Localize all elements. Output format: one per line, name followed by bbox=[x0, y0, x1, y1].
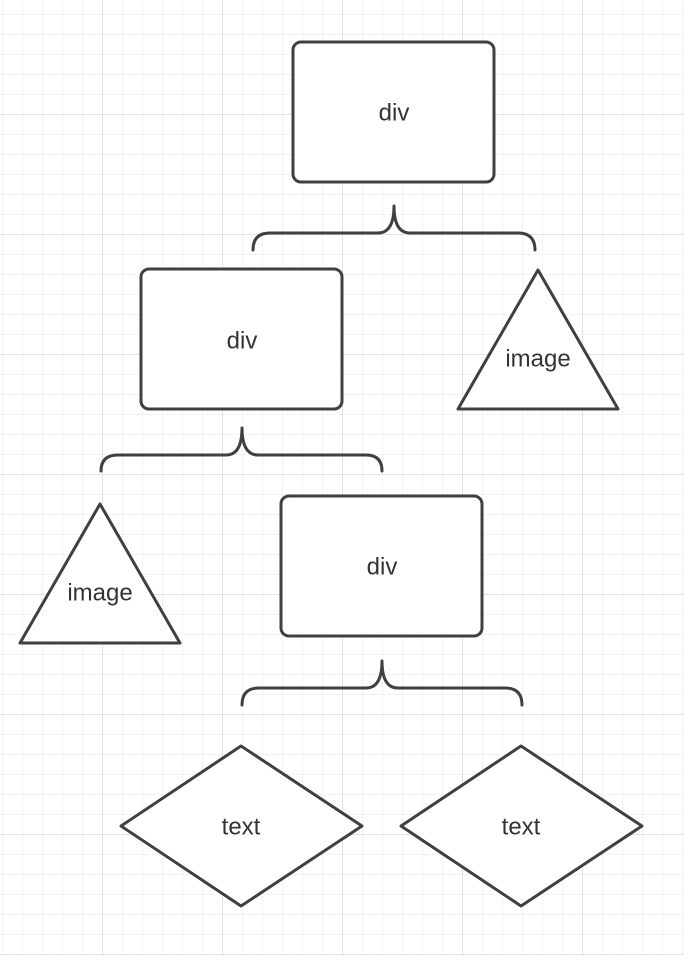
div-middle-box bbox=[139, 267, 344, 411]
brace-inner-children bbox=[240, 659, 524, 707]
node-image-left[interactable]: image bbox=[18, 502, 182, 645]
node-div-root[interactable]: div bbox=[291, 40, 496, 184]
image-right-label: image bbox=[505, 345, 570, 372]
text-right-diamond bbox=[399, 744, 644, 908]
div-root-label: div bbox=[379, 99, 410, 126]
node-text-left[interactable]: text bbox=[119, 744, 364, 908]
node-text-right[interactable]: text bbox=[399, 744, 644, 908]
image-left-triangle bbox=[18, 502, 182, 645]
node-div-inner[interactable]: div bbox=[279, 494, 484, 638]
node-image-right[interactable]: image bbox=[456, 268, 620, 411]
text-right-label: text bbox=[502, 813, 541, 840]
node-div-middle[interactable]: div bbox=[139, 267, 344, 411]
text-left-diamond bbox=[119, 744, 364, 908]
div-inner-box bbox=[279, 494, 484, 638]
image-right-triangle bbox=[456, 268, 620, 411]
div-inner-label: div bbox=[367, 553, 398, 580]
brace-middle-children bbox=[99, 426, 384, 473]
div-middle-label: div bbox=[227, 327, 258, 354]
image-left-label: image bbox=[67, 579, 132, 606]
div-root-box bbox=[291, 40, 496, 184]
brace-root-children bbox=[251, 204, 537, 252]
text-left-label: text bbox=[222, 813, 261, 840]
